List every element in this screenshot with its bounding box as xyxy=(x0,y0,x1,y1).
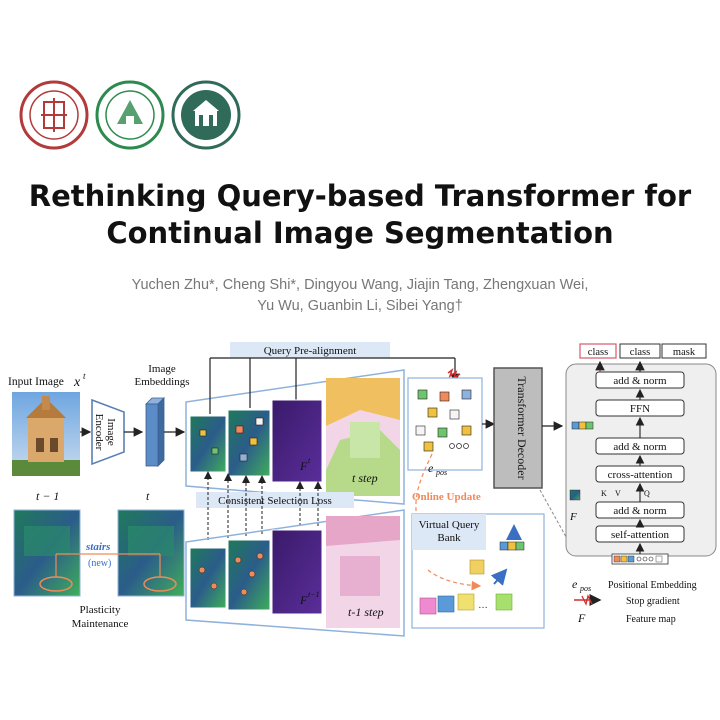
feature-map-thumb xyxy=(569,489,581,501)
query-prealignment-label: Query Pre-alignment xyxy=(264,345,357,357)
legend-epos-symbol: e xyxy=(572,577,578,591)
image-embeddings-block xyxy=(145,397,165,467)
segmentation-map-t1 xyxy=(326,516,400,628)
feature-map-t1-1 xyxy=(189,547,227,609)
title-line: Rethinking Query-based Transformer for xyxy=(28,179,692,213)
output-class-2: class xyxy=(630,347,650,358)
stairs-label: stairs xyxy=(85,541,110,553)
feature-f-t-sup: t xyxy=(308,456,311,465)
input-image-symbol: x xyxy=(73,375,81,390)
output-mask: mask xyxy=(673,347,696,358)
svg-text:…: … xyxy=(478,600,488,611)
block-add-norm-1: add & norm xyxy=(613,505,667,517)
feature-map-t-2 xyxy=(227,409,271,477)
epos-label: e xyxy=(428,461,434,475)
image-encoder-block xyxy=(91,398,125,466)
feature-f-t-label: F xyxy=(299,459,308,473)
t-minus-1-label: t − 1 xyxy=(36,489,59,503)
transformer-decoder-label: Transformer Decoder xyxy=(515,376,529,479)
author-list: Yuchen Zhu*, Cheng Shi*, Dingyou Wang, J… xyxy=(0,275,720,317)
legend-positional-embedding: Positional Embedding xyxy=(608,580,697,591)
script-f-label: F xyxy=(569,511,577,523)
feature-map-t-1 xyxy=(189,415,227,473)
block-self-attention: self-attention xyxy=(611,529,670,541)
ffn-side-queries xyxy=(571,421,594,430)
feature-map-t-3 xyxy=(271,399,323,483)
query-squares xyxy=(415,389,472,452)
online-update-label: Online Update xyxy=(412,491,481,503)
legend-stop-gradient: Stop gradient xyxy=(626,596,680,607)
image-encoder-label: ImageEncoder xyxy=(93,414,117,451)
heatmap-t-minus-1 xyxy=(13,509,81,597)
new-label: (new) xyxy=(88,558,111,569)
transformer-decoder-block xyxy=(493,367,543,489)
query-label: Q xyxy=(644,489,650,498)
input-image-sup: t xyxy=(83,371,86,381)
legend-feature-map: Feature map xyxy=(626,614,676,625)
output-heads: class class mask xyxy=(579,343,707,359)
t-minus-1-step-label: t-1 step xyxy=(348,605,384,619)
t-label: t xyxy=(146,489,150,503)
block-add-norm-3: add & norm xyxy=(613,375,667,387)
input-query-row xyxy=(611,553,669,565)
feature-f-t1-label: F xyxy=(299,593,308,607)
consistent-loss-box xyxy=(196,492,354,508)
block-cross-attention: cross-attention xyxy=(608,469,673,481)
title-line: Continual Image Segmentation xyxy=(106,216,614,250)
bank-output-queries xyxy=(499,541,525,551)
paper-title: Rethinking Query-based Transformer for C… xyxy=(0,178,720,252)
authors-line: Yu Wu, Guanbin Li, Sibei Yang† xyxy=(257,298,463,314)
seal-logo-harbin xyxy=(19,80,89,150)
query-cubes: … xyxy=(419,559,513,615)
block-add-norm-2: add & norm xyxy=(613,441,667,453)
input-image-label: Input Image xyxy=(8,376,64,388)
feature-f-t1-sup: t−1 xyxy=(308,590,320,599)
legend: e pos Positional Embedding Stop gradient… xyxy=(572,577,697,625)
block-ffn: FFN xyxy=(630,403,650,415)
feature-map-t1-3 xyxy=(271,529,323,615)
heatmap-t xyxy=(117,509,185,597)
segmentation-map-t xyxy=(326,378,400,496)
output-class-1: class xyxy=(588,347,608,358)
key-label: K xyxy=(601,489,607,498)
epos-sub: pos xyxy=(435,468,447,477)
consistent-loss-label: Consistent Selection Loss xyxy=(218,495,332,507)
legend-f-symbol: F xyxy=(577,611,586,625)
t-step-label: t step xyxy=(352,471,378,485)
seal-logo-sysu xyxy=(95,80,165,150)
input-image-thumbnail xyxy=(12,392,80,476)
feature-map-t1-2 xyxy=(227,539,271,611)
authors-line: Yuchen Zhu*, Cheng Shi*, Dingyou Wang, J… xyxy=(131,277,589,293)
seal-logo-university xyxy=(171,80,241,150)
decoder-block-stack: add & norm FFN add & norm cross-attentio… xyxy=(595,371,685,543)
value-label: V xyxy=(615,489,621,498)
query-prealignment-box xyxy=(230,342,390,358)
legend-epos-sub: pos xyxy=(579,584,591,593)
virtual-query-bank-header xyxy=(412,514,486,550)
